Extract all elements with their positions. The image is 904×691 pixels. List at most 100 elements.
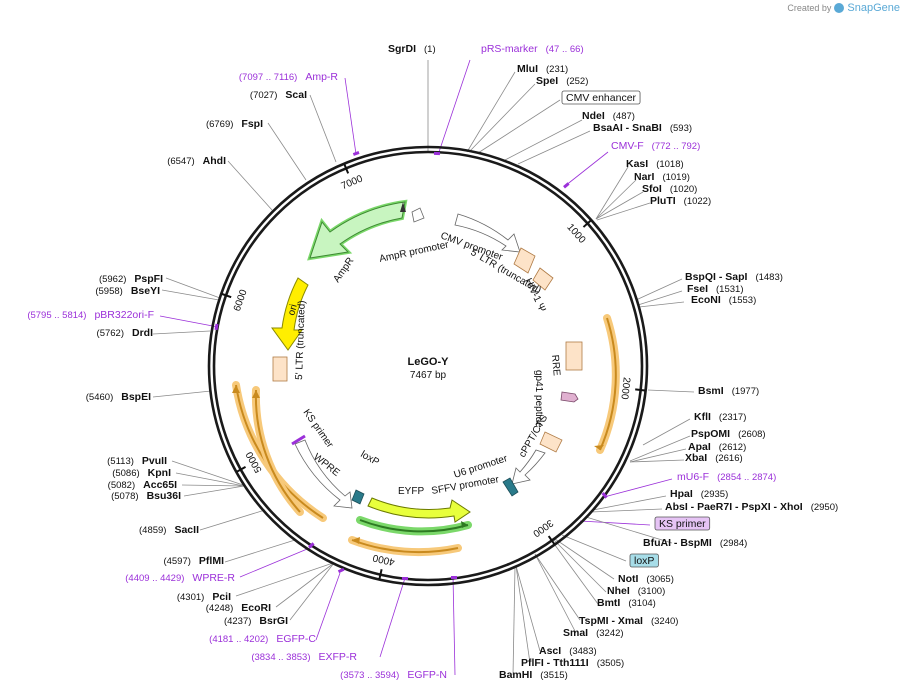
site-position: (4181 .. 4202) (209, 634, 268, 645)
site-label: EcoRI(4248) (206, 602, 271, 614)
site-label: BfuAI - BspMI(2984) (643, 537, 747, 549)
site-labels: SgrDI(1)pRS-marker(47 .. 66)MluI(231)Spe… (27, 43, 838, 681)
site-label: pRS-marker(47 .. 66) (481, 43, 584, 55)
tick-label: 2000 (618, 377, 631, 401)
site-label: loxP (629, 553, 659, 568)
feature-loxp: loxP (359, 449, 382, 468)
site-name: ScaI (285, 89, 307, 101)
feature-gp41: gp41 peptide (533, 370, 544, 428)
feature-eyfp: EYFP (398, 486, 424, 497)
site-name: Amp-R (305, 71, 338, 83)
site-name: BmtI (597, 597, 620, 609)
site-position: (3240) (651, 616, 678, 627)
site-name: EcoNI (691, 294, 721, 306)
site-name: BsaAI - SnaBI (593, 122, 662, 134)
snapgene-logo-icon (834, 3, 845, 13)
site-name: SpeI (536, 75, 558, 87)
tick-label: 3000 (530, 517, 555, 539)
site-label: PciI(4301) (177, 591, 231, 603)
site-label: DrdI(5762) (97, 327, 154, 339)
site-name: MluI (517, 63, 538, 75)
site-position: (3100) (638, 586, 665, 597)
site-position: (1553) (729, 295, 756, 306)
plasmid-name: LeGO-Y (408, 356, 450, 368)
site-position: (7097 .. 7116) (239, 72, 297, 83)
site-name: FseI (687, 283, 708, 295)
credit: Created by SnapGene (787, 2, 900, 14)
site-label: KpnI(5086) (112, 467, 171, 479)
site-name: PspOMI (691, 428, 730, 440)
leader-lines (152, 59, 695, 676)
site-name: FspI (241, 118, 263, 130)
site-name: KflI (694, 411, 711, 423)
site-position: (487) (613, 111, 635, 122)
site-name: HpaI (670, 488, 693, 500)
site-name: SgrDI (388, 43, 416, 55)
tick-mark (635, 388, 646, 392)
site-name: BspEI (121, 391, 151, 403)
site-label: KasI(1018) (626, 158, 684, 170)
site-name: NheI (607, 585, 630, 597)
site-label: TspMI - XmaI(3240) (579, 615, 678, 627)
site-position: (772 .. 792) (652, 141, 701, 152)
site-name: NotI (618, 573, 638, 585)
site-label: MluI(231) (517, 63, 568, 75)
site-position: (4597) (163, 556, 190, 567)
credit-text: Created by (787, 3, 832, 13)
site-position: (2950) (811, 502, 838, 513)
tick-mark (236, 466, 247, 473)
site-name: AhdI (203, 155, 226, 167)
backbone-outer (207, 145, 649, 587)
site-label: SfoI(1020) (642, 183, 697, 195)
feature-box (654, 516, 711, 531)
site-position: (1022) (684, 196, 711, 207)
site-name: pRS-marker (481, 43, 538, 55)
site-name: pBR322ori-F (94, 309, 154, 321)
site-position: (3483) (569, 646, 596, 657)
site-position: (3515) (540, 670, 567, 681)
site-position: (252) (566, 76, 588, 87)
site-position: (2935) (701, 489, 728, 500)
site-name: PflFI - Tth111I (521, 657, 589, 669)
site-position: (4859) (139, 525, 166, 536)
feature-ampr: AmpR (331, 256, 356, 285)
site-label: CMV enhancer (561, 90, 641, 105)
tick-mark (378, 569, 383, 580)
site-label: PluTI (1022) (650, 195, 711, 207)
site-label: BsmI(1977) (698, 385, 759, 397)
site-label: SpeI (252) (536, 75, 588, 87)
feature-ori: ori (286, 303, 300, 317)
site-name: AbsI - PaeR7I - PspXI - XhoI (665, 501, 803, 513)
tick-mark (547, 535, 556, 545)
site-position: (5082) (108, 480, 135, 491)
site-label: EGFP-C(4181 .. 4202) (209, 633, 316, 645)
site-name: NdeI (582, 110, 605, 122)
site-position: (4248) (206, 603, 233, 614)
site-position: (3242) (596, 628, 623, 639)
site-label: Amp-R (7097 .. 7116) (239, 71, 339, 83)
site-label: Bsu36I(5078) (111, 490, 181, 502)
site-position: (2317) (719, 412, 746, 423)
site-name: mU6-F (677, 471, 709, 483)
site-name: PluTI (650, 195, 676, 207)
site-label: PspFI(5962) (99, 273, 163, 285)
tick-mark (221, 292, 232, 299)
site-name: SmaI (563, 627, 588, 639)
site-name: BsmI (698, 385, 724, 397)
site-label: BsrGI(4237) (224, 615, 288, 627)
site-label: BseYI(5958) (95, 285, 160, 297)
outer-feature-arcs (232, 314, 620, 557)
tick-label: 7000 (340, 173, 365, 192)
site-label: PvuII(5113) (107, 455, 167, 467)
site-name: PvuII (142, 455, 167, 467)
tick-label: 4000 (371, 551, 396, 567)
site-label: BmtI(3104) (597, 597, 656, 609)
site-label: WPRE-R(4409 .. 4429) (125, 572, 235, 584)
site-label: FspI(6769) (206, 118, 263, 130)
site-label: BsaAI - SnaBI(593) (593, 122, 692, 134)
site-name: BamHI (499, 669, 532, 681)
site-position: (7027) (250, 90, 277, 101)
site-label: Acc65I(5082) (108, 479, 177, 491)
site-position: (4409 .. 4429) (125, 573, 184, 584)
